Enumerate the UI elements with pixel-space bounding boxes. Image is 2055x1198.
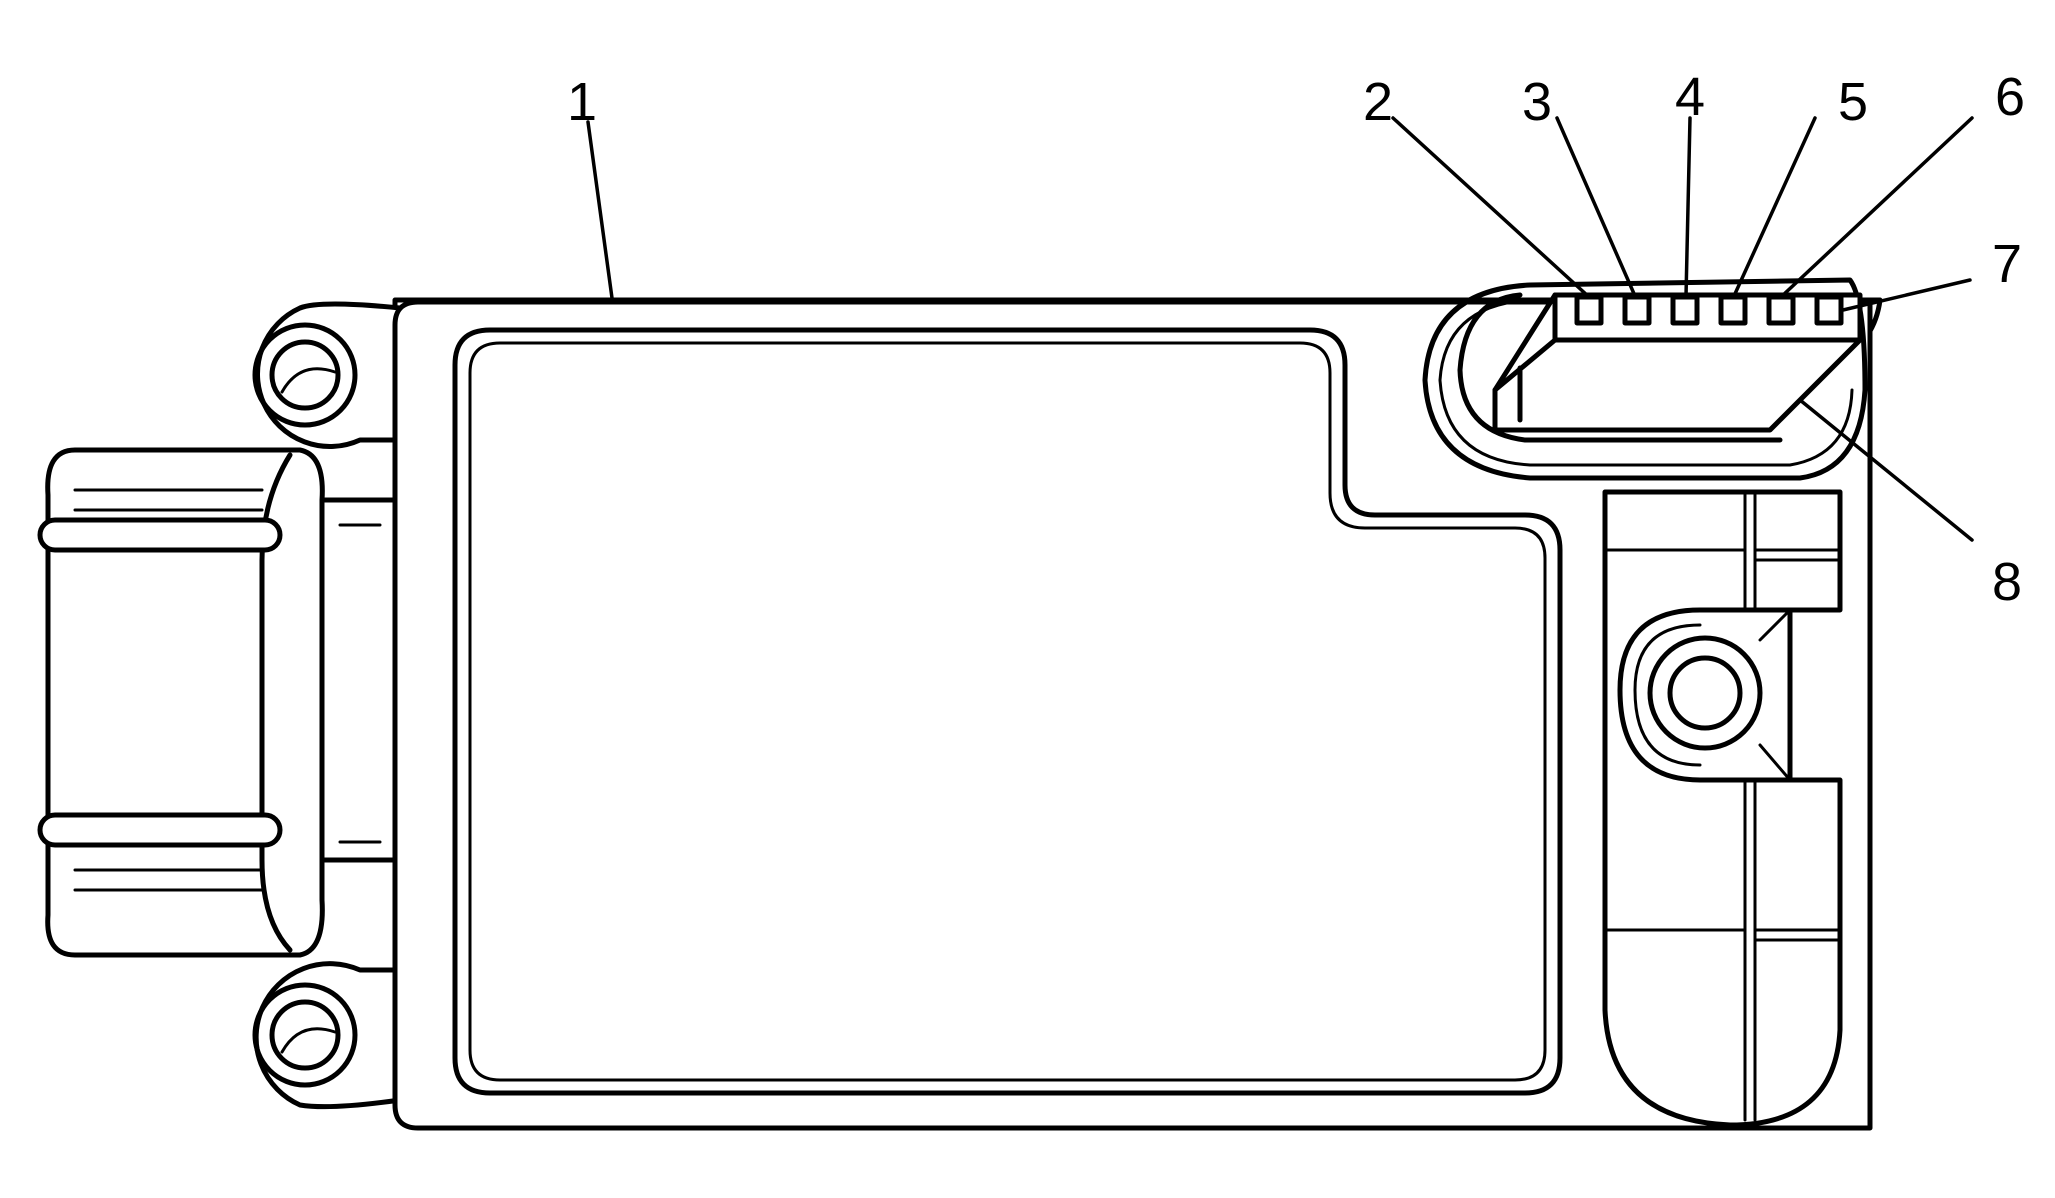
terminal-pin-6 bbox=[1766, 294, 1796, 326]
callout-3: 3 bbox=[1522, 72, 1552, 132]
callout-7: 7 bbox=[1992, 234, 2022, 294]
side-connector bbox=[37, 447, 403, 958]
callout-labels: 1 2 3 4 5 6 7 8 bbox=[567, 67, 2025, 612]
label-recess-inner bbox=[468, 341, 1547, 1082]
leader-line-8 bbox=[1798, 398, 1974, 542]
callout-8: 8 bbox=[1992, 552, 2022, 612]
callout-1: 1 bbox=[567, 72, 597, 132]
leader-lines bbox=[586, 116, 1974, 542]
callout-6: 6 bbox=[1995, 67, 2025, 127]
callout-2: 2 bbox=[1363, 72, 1393, 132]
bottom-mounting-ear bbox=[252, 961, 403, 1110]
leader-line-3 bbox=[1555, 116, 1637, 298]
terminal-pin-7 bbox=[1814, 294, 1844, 326]
ribbed-bracket bbox=[1602, 489, 1843, 1128]
terminal-pin-3 bbox=[1622, 294, 1652, 326]
callout-5: 5 bbox=[1838, 72, 1868, 132]
terminal-pin-2 bbox=[1574, 294, 1604, 326]
leader-line-5 bbox=[1732, 116, 1817, 298]
leader-line-2 bbox=[1391, 116, 1590, 298]
top-mounting-ear bbox=[252, 301, 403, 449]
callout-4: 4 bbox=[1675, 67, 1705, 127]
terminal-pin-5 bbox=[1718, 294, 1748, 326]
label-recess-outer bbox=[452, 327, 1563, 1096]
top-connector bbox=[1422, 277, 1868, 481]
leader-line-1 bbox=[586, 120, 614, 300]
terminal-pin-4 bbox=[1670, 294, 1700, 326]
leader-line-6 bbox=[1780, 116, 1974, 298]
leader-line-4 bbox=[1684, 116, 1692, 298]
main-housing bbox=[392, 299, 1873, 1131]
leader-line-7 bbox=[1841, 278, 1972, 312]
